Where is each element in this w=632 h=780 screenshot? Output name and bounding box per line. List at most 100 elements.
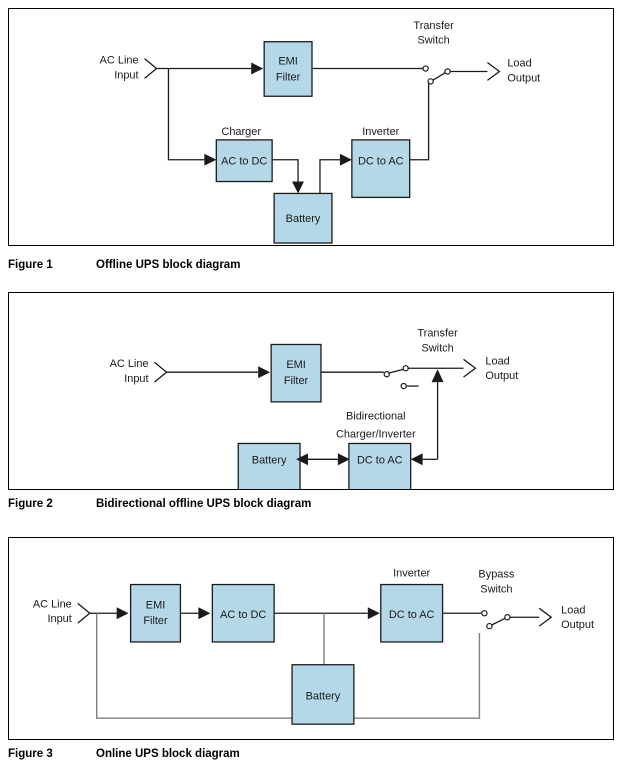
figure-2-input-label-line2: Input — [124, 373, 148, 385]
figure-3-switch-node-pivot[interactable] — [504, 614, 511, 621]
figure-1-switch-label-line1: Transfer — [413, 20, 454, 32]
figure-2-switch-node-pivot[interactable] — [402, 365, 409, 372]
figure-2-block-bidirectional — [348, 442, 412, 489]
figure-3-arrowhead-emi-in — [116, 607, 129, 620]
figure-1-charger-label: AC to DC — [221, 156, 267, 168]
figure-3-emi-label-line1: EMI — [146, 599, 165, 611]
figure-1-block-charger — [215, 139, 273, 183]
figure-3-switch-label-line2: Switch — [480, 583, 512, 595]
figure-2-input-arrow-icon — [154, 361, 168, 383]
figure-1-wire-inverter-to-switch — [407, 82, 430, 161]
figure-3-svg: AC Line Input EMI Filter AC to DC — [33, 568, 594, 725]
figure-3-diagram: AC Line Input EMI Filter AC to DC — [8, 537, 614, 740]
figure-3-rectifier-label: AC to DC — [220, 609, 266, 621]
figure-3-input-label-line1: AC Line — [33, 598, 72, 610]
figure-3-output-arrow-icon — [538, 607, 553, 627]
figure-3-emi-label-line2: Filter — [143, 615, 168, 627]
figure-1-emi-label-line2: Filter — [276, 71, 301, 83]
figure-2-switch-blade[interactable] — [388, 368, 404, 374]
figure-1-caption-label: Figure 1 — [8, 259, 53, 271]
figure-1-switch-node-lower[interactable] — [427, 78, 434, 85]
figure-3-caption: Figure 3 Online UPS block diagram — [8, 748, 608, 760]
figure-1-wire-charger-to-battery — [272, 159, 299, 182]
figure-1-switch-blade[interactable] — [432, 71, 446, 81]
figure-2-block: AC Line Input EMI Filter Transfer Switch — [0, 287, 632, 530]
figure-3-block-emi-filter — [129, 583, 182, 643]
figure-2-output-label-line2: Output — [485, 370, 518, 382]
figure-2-input-label-line1: AC Line — [110, 358, 149, 370]
figure-3-switch-blade[interactable] — [491, 617, 506, 626]
figure-1-block-emi-filter — [263, 41, 313, 97]
figure-2-switch-label-line2: Switch — [421, 342, 453, 354]
figure-3-output-label-line1: Load — [561, 604, 585, 616]
figure-1-battery-label: Battery — [286, 213, 321, 225]
figure-1-input-arrow-icon — [144, 58, 158, 79]
figure-1-output-arrow-icon — [487, 62, 501, 81]
figure-3-arrowhead-inverter-in — [367, 607, 380, 620]
figure-1-switch-node-upper[interactable] — [422, 65, 429, 72]
figure-3-input-arrow-icon — [77, 602, 91, 624]
figure-2-output-label-line1: Load — [485, 355, 509, 367]
figure-1-block: AC Line Input EMI Filter Transfer Swit — [0, 0, 632, 285]
figure-2-diagram: AC Line Input EMI Filter Transfer Switch — [8, 292, 614, 490]
figure-1-switch-label-line2: Switch — [417, 35, 449, 47]
figure-1-inverter-title: Inverter — [362, 126, 399, 138]
figure-3-caption-label: Figure 3 — [8, 748, 53, 760]
figure-2-arrowhead-to-inverter — [337, 453, 350, 466]
figure-3-arrowhead-rectifier-in — [198, 607, 211, 620]
figure-1-caption: Figure 1 Offline UPS block diagram — [8, 259, 608, 271]
figure-3-switch-label-line1: Bypass — [478, 569, 514, 581]
figure-3-block-rectifier — [211, 583, 275, 643]
figure-1-charger-title: Charger — [221, 126, 261, 138]
figure-2-svg: AC Line Input EMI Filter Transfer Switch — [110, 328, 518, 489]
figure-1-caption-title: Offline UPS block diagram — [96, 259, 241, 271]
figure-1-arrowhead-charger-in — [204, 153, 217, 166]
figure-1-arrowhead-inverter-in — [339, 153, 352, 166]
figure-2-bidir-title-line1: Bidirectional — [346, 411, 406, 423]
figure-1-input-label-line2: Input — [114, 69, 138, 81]
figure-2-caption: Figure 2 Bidirectional offline UPS block … — [8, 498, 608, 510]
figure-2-bidir-title-line2: Charger/Inverter — [336, 429, 416, 441]
figure-2-emi-label-line2: Filter — [284, 375, 309, 387]
figure-3-input-label-line2: Input — [47, 613, 71, 625]
figure-3-wire-bypass-loop — [96, 613, 481, 719]
figure-3-block: AC Line Input EMI Filter AC to DC — [0, 532, 632, 780]
figure-2-block-emi-filter — [270, 343, 322, 403]
figure-2-arrowhead-output-up — [431, 369, 444, 383]
figure-2-switch-label-line1: Transfer — [417, 328, 458, 340]
figure-2-battery-label: Battery — [252, 454, 287, 466]
figure-1-output-label-line1: Load — [507, 58, 531, 70]
figure-1-arrowhead-emi-in — [251, 62, 264, 75]
figure-1-inverter-label: DC to AC — [358, 156, 404, 168]
figure-2-switch-node-open[interactable] — [400, 382, 407, 390]
figure-3-inverter-title: Inverter — [393, 568, 430, 580]
figure-1-svg: AC Line Input EMI Filter Transfer Swit — [100, 20, 540, 244]
figure-3-switch-node-lower[interactable] — [486, 622, 493, 630]
figure-1-wire-branch-to-charger — [167, 68, 205, 161]
figure-2-arrowhead-bidir-in — [410, 453, 423, 466]
figure-1-switch-node-pivot[interactable] — [444, 68, 451, 75]
figure-2-arrowhead-emi-in — [258, 366, 271, 379]
figure-1-diagram: AC Line Input EMI Filter Transfer Swit — [8, 8, 614, 246]
figure-2-block-battery — [237, 442, 301, 489]
figure-1-block-inverter — [351, 139, 411, 199]
figure-3-caption-title: Online UPS block diagram — [96, 748, 240, 760]
figure-3-output-label-line2: Output — [561, 619, 594, 631]
figure-2-bidir-label: DC to AC — [357, 454, 403, 466]
figure-1-arrowhead-battery-in — [292, 181, 305, 194]
figure-3-inverter-label: DC to AC — [389, 609, 435, 621]
figure-3-battery-label: Battery — [306, 690, 341, 702]
figure-1-block-battery — [273, 192, 333, 244]
figure-2-caption-title: Bidirectional offline UPS block diagram — [96, 498, 312, 510]
figure-2-caption-label: Figure 2 — [8, 498, 53, 510]
figure-3-block-battery — [291, 664, 355, 725]
figure-3-switch-node-upper[interactable] — [481, 610, 488, 617]
figure-3-block-inverter — [380, 583, 444, 643]
figure-2-arrowhead-to-battery — [296, 453, 309, 466]
figure-2-switch-node-left[interactable] — [383, 371, 390, 378]
figure-2-output-arrow-icon — [463, 358, 477, 378]
figure-2-emi-label-line1: EMI — [286, 359, 305, 371]
figure-1-output-label-line2: Output — [507, 72, 540, 84]
figure-1-input-label-line1: AC Line — [100, 55, 139, 67]
